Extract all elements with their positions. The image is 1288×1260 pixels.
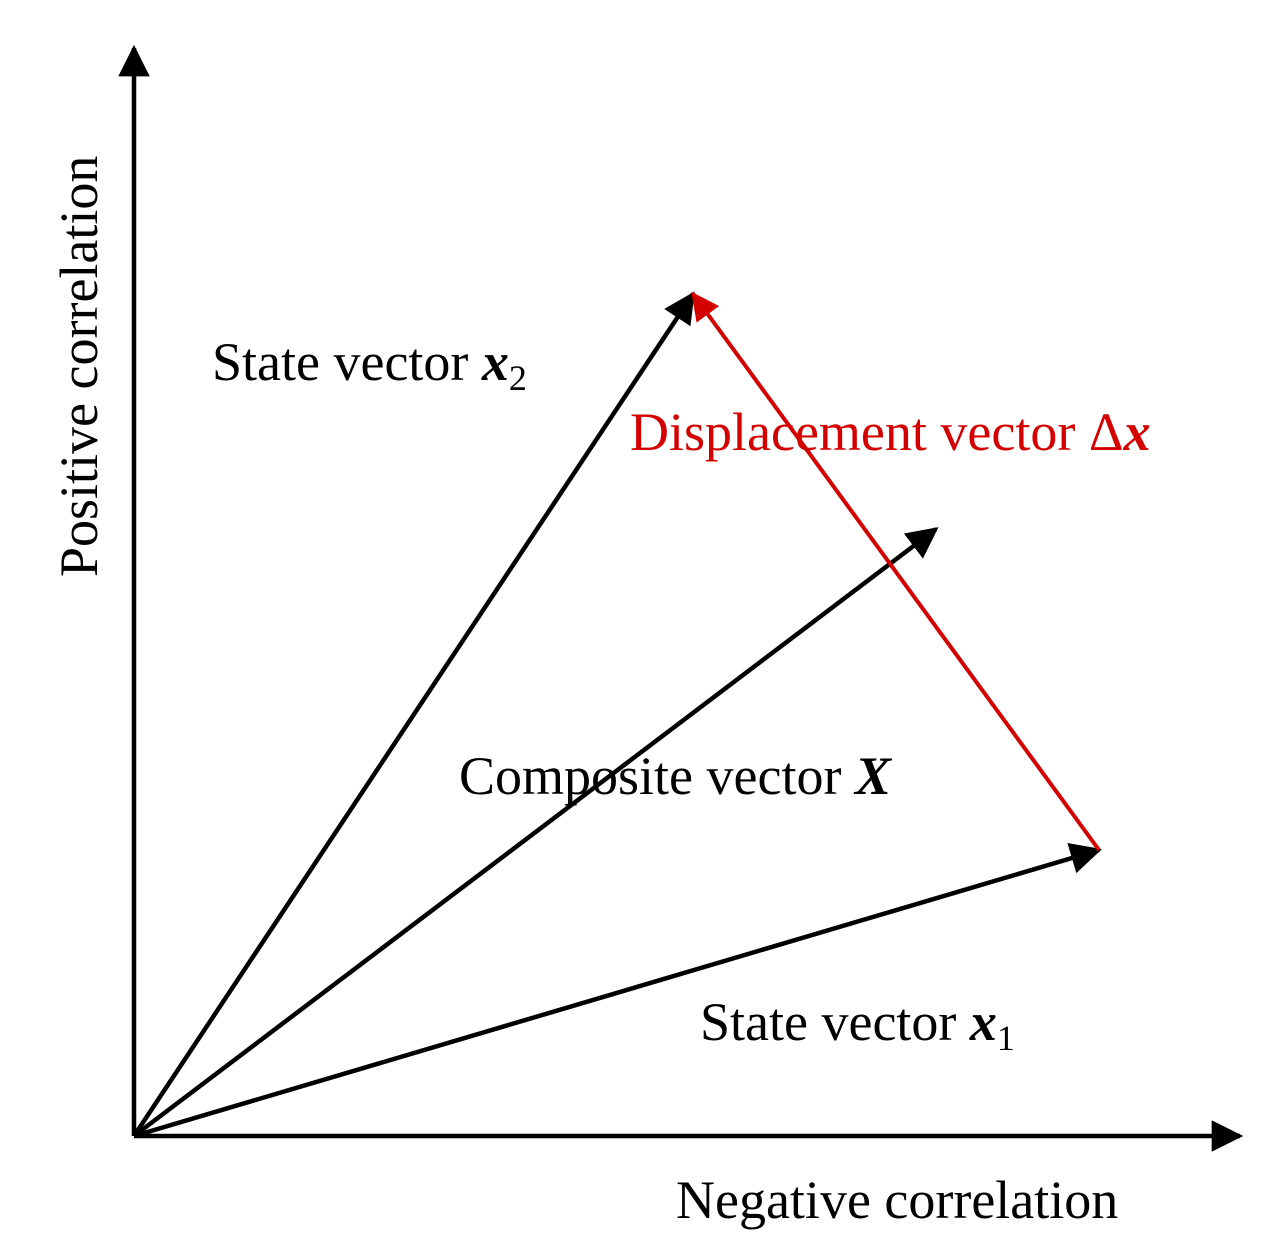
- composite-vector-label: Composite vector X: [459, 746, 893, 806]
- y-axis-label: Positive correlation: [49, 156, 109, 577]
- state-vector-x2-label: State vector x2: [212, 332, 527, 398]
- x-axis-label: Negative correlation: [676, 1170, 1118, 1230]
- state-vector-x2-arrow: [132, 291, 695, 1138]
- state-vector-x1-arrow: [133, 842, 1103, 1139]
- composite-vector-arrow: [132, 527, 939, 1138]
- state-vector-x1-label: State vector x1: [700, 992, 1015, 1058]
- displacement-vector-arrow: [691, 291, 1101, 852]
- displacement-vector-label: Displacement vector Δx: [630, 402, 1151, 462]
